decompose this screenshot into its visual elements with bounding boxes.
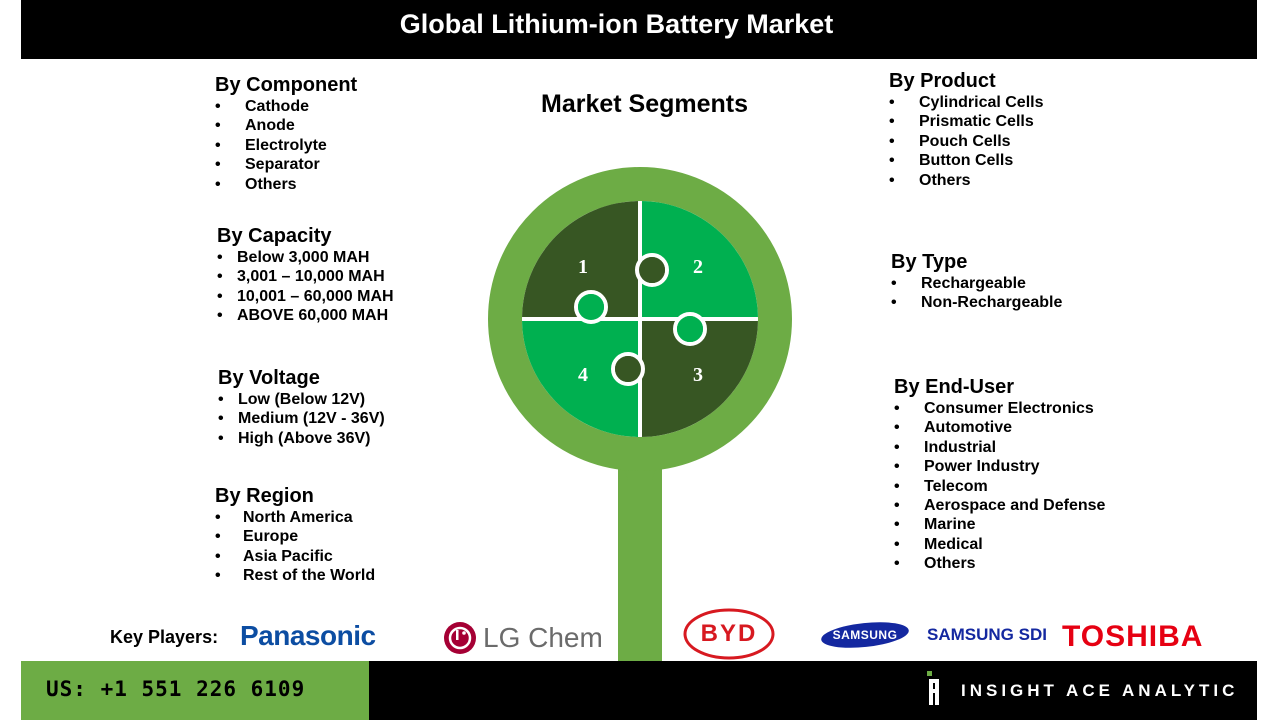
byd-oval-icon — [683, 608, 775, 660]
segment-type: By Type Rechargeable Non-Rechargeable — [891, 250, 1062, 313]
list-item: Others — [889, 171, 1044, 191]
segment-title: By Type — [891, 251, 968, 273]
samsung-text: SAMSUNG — [832, 628, 898, 642]
list-item: Cathode — [215, 97, 357, 117]
list-item: Low (Below 12V) — [218, 390, 385, 410]
list-item: 10,001 – 60,000 MAH — [217, 287, 394, 307]
list-item: Consumer Electronics — [894, 399, 1105, 419]
list-item: Below 3,000 MAH — [217, 248, 394, 268]
segment-title: By Voltage — [218, 367, 320, 389]
key-players-label: Key Players: — [110, 627, 219, 647]
list-item: Separator — [215, 155, 357, 175]
lg-circle-icon — [444, 622, 476, 654]
list-item: Cylindrical Cells — [889, 93, 1044, 113]
list-item: Others — [215, 175, 357, 195]
list-item: Telecom — [894, 477, 1105, 497]
list-item: Pouch Cells — [889, 132, 1044, 152]
segment-product: By Product Cylindrical Cells Prismatic C… — [889, 69, 1044, 190]
page-title: Global Lithium-ion Battery Market — [399, 9, 834, 39]
segment-title: By End-User — [894, 376, 1015, 398]
list-item: Rechargeable — [891, 274, 1062, 294]
list-item: Automotive — [894, 418, 1105, 438]
list-item: Button Cells — [889, 151, 1044, 171]
piece-number-1: 1 — [578, 256, 588, 278]
magnifier-handle — [618, 460, 662, 661]
list-item: Prismatic Cells — [889, 112, 1044, 132]
segment-title: By Component — [215, 74, 358, 96]
piece-number-4: 4 — [578, 364, 588, 386]
segment-region: By Region North America Europe Asia Paci… — [215, 484, 375, 586]
insight-ace-logo-icon — [927, 671, 939, 705]
list-item: Others — [894, 554, 1105, 574]
segment-title: By Capacity — [217, 225, 332, 247]
segment-component: By Component Cathode Anode Electrolyte S… — [215, 73, 357, 194]
segment-capacity: By Capacity Below 3,000 MAH 3,001 – 10,0… — [217, 224, 394, 326]
list-item: 3,001 – 10,000 MAH — [217, 267, 394, 287]
footer-contact-bar: US: +1 551 226 6109 — [21, 661, 369, 720]
samsung-sdi-logo: SAMSUNG SDI — [927, 625, 1047, 644]
list-item: Medical — [894, 535, 1105, 555]
list-item: Marine — [894, 515, 1105, 535]
list-item: Non-Rechargeable — [891, 293, 1062, 313]
list-item: Medium (12V - 36V) — [218, 409, 385, 429]
segment-title: By Region — [215, 485, 314, 507]
panasonic-logo: Panasonic — [240, 620, 376, 651]
samsung-logo: SAMSUNG — [820, 620, 910, 650]
list-item: Electrolyte — [215, 136, 357, 156]
segment-end-user: By End-User Consumer Electronics Automot… — [894, 375, 1105, 574]
list-item: Aerospace and Defense — [894, 496, 1105, 516]
list-item: North America — [215, 508, 375, 528]
list-item: Europe — [215, 527, 375, 547]
byd-text: BYD — [700, 620, 758, 647]
list-item: High (Above 36V) — [218, 429, 385, 449]
list-item: Industrial — [894, 438, 1105, 458]
list-item: ABOVE 60,000 MAH — [217, 306, 394, 326]
market-segments-title: Market Segments — [541, 90, 749, 118]
list-item: Power Industry — [894, 457, 1105, 477]
byd-logo: BYD — [683, 608, 775, 660]
lg-chem-text: LG Chem — [483, 622, 603, 653]
brand-name: INSIGHT ACE ANALYTIC — [961, 681, 1239, 700]
magnifier-ring — [488, 167, 792, 471]
piece-number-3: 3 — [693, 364, 703, 386]
samsung-oval-icon — [821, 622, 909, 648]
list-item: Asia Pacific — [215, 547, 375, 567]
toshiba-logo: TOSHIBA — [1062, 620, 1204, 653]
footer-brand-bar: INSIGHT ACE ANALYTIC — [369, 661, 1257, 720]
list-item: Anode — [215, 116, 357, 136]
phone-number: US: +1 551 226 6109 — [46, 677, 306, 701]
header-bar: Global Lithium-ion Battery Market — [21, 0, 1257, 59]
segment-voltage: By Voltage Low (Below 12V) Medium (12V -… — [218, 366, 385, 449]
list-item: Rest of the World — [215, 566, 375, 586]
piece-number-2: 2 — [693, 256, 703, 278]
segment-title: By Product — [889, 70, 996, 92]
